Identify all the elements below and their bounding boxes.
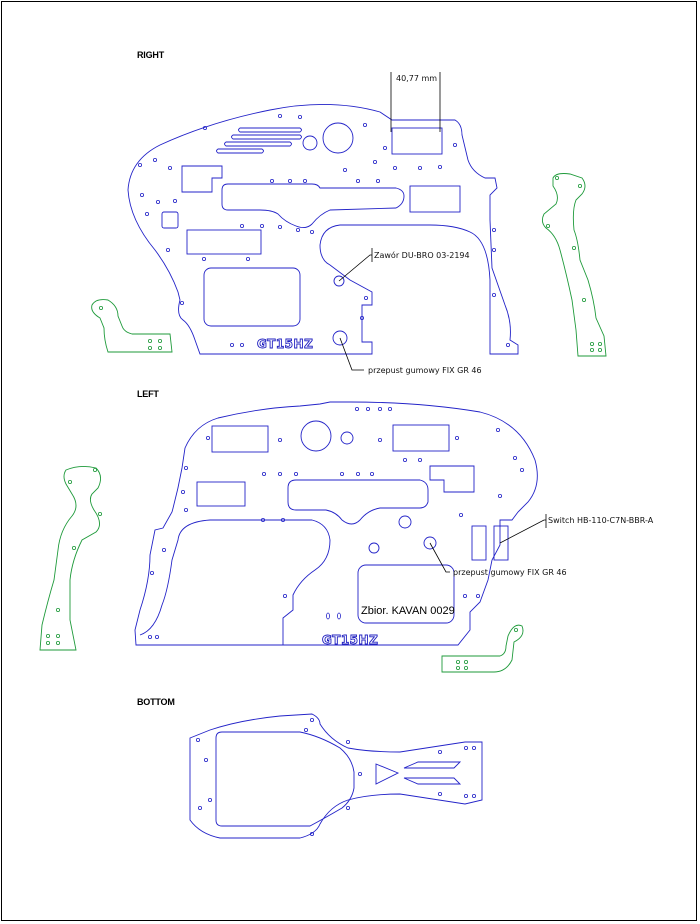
callout-switch: Switch HB-110-C7N-BBR-A [499,514,654,544]
servo-cutout-top [391,127,443,155]
bottom-plate-holes [195,718,476,837]
callout-switch-label: Switch HB-110-C7N-BBR-A [548,516,654,525]
vent-slot-1 [238,127,302,133]
switch-slot-1 [471,525,487,561]
left-frame-plate: GT15HZ Zbior. KAVAN 0029 [134,401,538,647]
main-shaft-hole-left [300,420,332,452]
servo-cutout-left [181,165,223,193]
dimension-40-77: 40,77 mm [390,72,441,132]
bracket-holes-l2 [455,628,519,671]
callout-grommet-right: przepust gumowy FIX GR 46 [339,337,482,375]
left-frame-inner-cut [139,519,331,645]
servo-cutout-mid [409,185,461,213]
bottom-triangle-cut [375,763,400,785]
servo-cutout-left-d [429,465,475,493]
vent-slot-2 [231,134,302,140]
section-title-left: LEFT [137,389,159,399]
vent-slot-4 [216,148,264,154]
servo-cutout-left-a [211,425,269,453]
bottom-slot-upper [403,761,462,769]
callout-grommet-right-label: przepust gumowy FIX GR 46 [368,366,482,375]
bracket-holes-r2 [546,175,603,352]
small-window [161,211,179,229]
engraving-left: GT15HZ [322,633,378,647]
servo-bracket-left-tall [39,465,101,651]
bracket-holes-r1 [99,305,162,350]
bottom-slot-lower [403,777,462,785]
collection-stamp: Zbior. KAVAN 0029 [361,605,455,617]
callout-grommet-left: przepust gumowy FIX GR 46 [429,542,567,577]
mounting-holes-right [137,114,510,347]
vent-slot-3 [224,141,292,147]
oval-holes-left [326,612,341,620]
dimension-label: 40,77 mm [396,74,437,83]
section-title-right: RIGHT [137,50,165,60]
servo-cutout-left-c [196,481,246,507]
bearing-hole-left [340,431,354,445]
tank-window-upper [221,183,405,229]
switch-slot-2 [493,525,509,561]
main-shaft-hole [322,122,354,154]
bottom-plate [189,713,483,839]
right-frame-plate: GT15HZ [127,104,519,355]
battery-window [203,267,301,327]
grommet-hole-right [332,330,348,346]
valve-hole [333,275,345,287]
small-hole-left-2 [368,542,380,554]
bearing-hole [302,135,318,151]
small-hole-left [398,515,412,529]
bracket-holes-l1 [46,467,103,646]
engraving-right: GT15HZ [257,337,313,351]
bottom-plate-outline [189,713,483,839]
left-frame-outline [134,401,538,646]
battery-window-left [357,564,455,624]
servo-bracket-right-small [91,299,173,353]
callout-valve: Zawór DU-BRO 03-2194 [338,248,470,282]
servo-cutout-left-b [392,424,450,452]
callout-grommet-left-label: przepust gumowy FIX GR 46 [453,568,567,577]
callout-valve-label: Zawór DU-BRO 03-2194 [374,250,470,260]
grommet-hole-left [423,536,437,550]
servo-cutout-lower [186,229,262,255]
tank-window-left [287,479,429,525]
section-title-bottom: BOTTOM [137,697,175,707]
bottom-plate-window [215,731,355,827]
servo-bracket-left-small [441,624,524,673]
right-frame-outline [127,104,519,355]
servo-bracket-right-tall [541,173,607,357]
mounting-holes-left [147,406,525,640]
